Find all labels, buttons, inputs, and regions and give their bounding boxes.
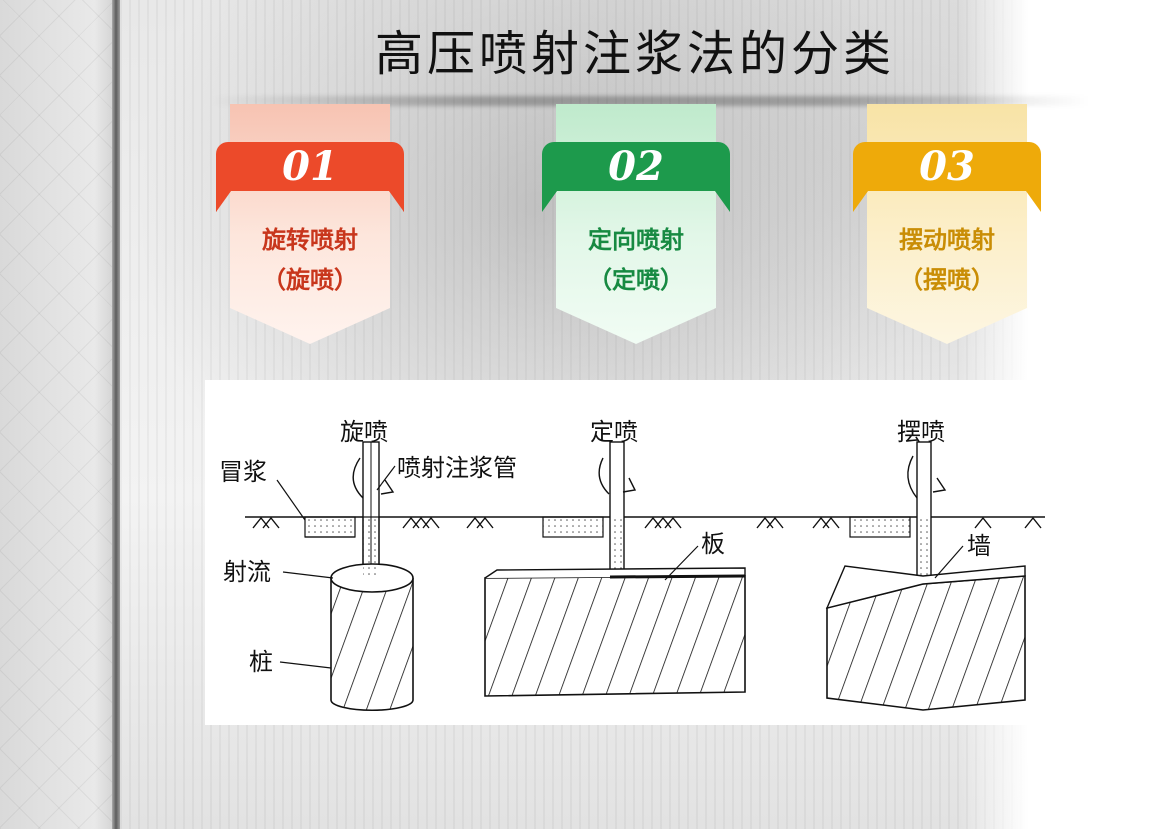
rotation-arrow-icon: [907, 455, 947, 499]
grout-pit-rotary: [304, 516, 356, 538]
title-shadow-bar: [210, 96, 1090, 106]
card-subtitle: （定喷）: [588, 266, 684, 294]
label-rotary: 旋喷: [340, 418, 388, 446]
label-grout: 冒浆: [219, 458, 267, 486]
ground-marks: [252, 516, 1042, 529]
rotation-arrow-icon: [598, 457, 637, 495]
label-directional: 定喷: [590, 418, 638, 446]
card-name: 摆动喷射: [899, 226, 995, 254]
card-number: 01: [282, 143, 338, 190]
swing-wall-group: [825, 441, 1026, 711]
card-subtitle: （旋喷）: [262, 266, 358, 294]
label-plate: 板: [701, 530, 725, 558]
label-pipe: 喷射注浆管: [397, 454, 517, 482]
card-number: 02: [608, 143, 664, 190]
category-card-directional: 02 定向喷射 （定喷）: [542, 104, 730, 349]
grout-pit-swing: [849, 516, 911, 538]
label-wall: 墙: [967, 532, 991, 560]
label-swing: 摆喷: [897, 418, 945, 446]
background-left-panel: [0, 0, 118, 829]
directional-plate-group: [484, 441, 746, 697]
label-pile: 桩: [249, 648, 273, 676]
label-jet: 射流: [223, 558, 271, 586]
card-number: 03: [919, 143, 975, 190]
rotary-pile-group: [276, 441, 414, 712]
grout-plate: [484, 575, 746, 697]
category-card-rotary: 01 旋转喷射 （旋喷）: [216, 104, 404, 349]
jet-grouting-diagram: 旋喷 喷射注浆管 冒浆 射流 桩 定喷 板: [205, 380, 1060, 725]
rotation-arrow-icon: [352, 457, 395, 499]
background-left-edge: [112, 0, 120, 829]
diagram-svg: 旋喷 喷射注浆管 冒浆 射流 桩 定喷 板: [219, 418, 1045, 712]
card-subtitle: （摆喷）: [899, 266, 995, 294]
card-name: 旋转喷射: [262, 226, 358, 254]
card-name: 定向喷射: [588, 226, 684, 254]
pile-column: [330, 578, 414, 712]
category-card-swing: 03 摆动喷射 （摆喷）: [853, 104, 1041, 349]
slide-title: 高压喷射注浆法的分类: [374, 26, 895, 82]
grout-pit-directional: [542, 516, 604, 538]
